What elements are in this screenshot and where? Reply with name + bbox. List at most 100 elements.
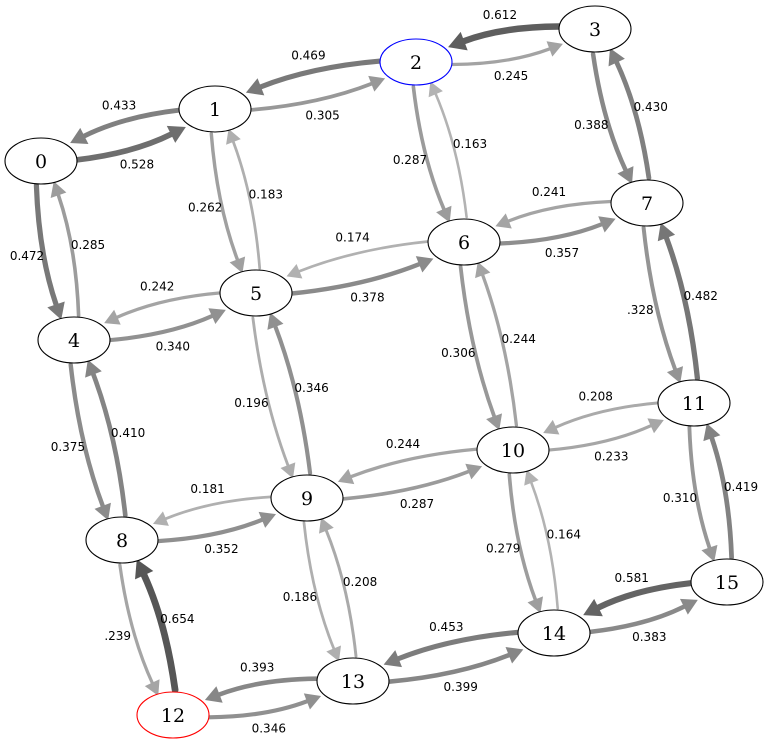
edge-weight-label: 0.285 (71, 238, 105, 252)
edge-2-to-6 (411, 85, 452, 223)
edge-line (140, 571, 179, 694)
node-9: 9 (270, 474, 344, 522)
arrowhead (465, 463, 483, 480)
node-5: 5 (219, 269, 293, 317)
edge-line (450, 47, 552, 67)
edge-line (273, 324, 313, 476)
edge-weight-label: 0.393 (240, 661, 274, 675)
node-label: 12 (161, 705, 185, 727)
edge-weight-label: 0.244 (386, 437, 420, 451)
arrowhead (657, 222, 676, 242)
edge-line (395, 629, 521, 662)
edge-12-to-13 (207, 693, 322, 720)
edge-11-to-15 (687, 425, 718, 562)
edge-line (547, 424, 653, 452)
edge-15-to-11 (703, 423, 734, 560)
node-label: 13 (341, 671, 365, 693)
arrowhead (47, 301, 65, 320)
edge-weight-label: 0.306 (441, 346, 475, 360)
arrowhead (546, 41, 563, 57)
edge-line (663, 234, 701, 381)
edge-weight-label: 0.181 (190, 482, 224, 496)
edge-10-to-11 (547, 418, 664, 452)
node-ellipse (219, 269, 293, 317)
edge-line (257, 58, 383, 90)
edge-weight-label: 0.183 (249, 187, 283, 201)
arrowhead (318, 517, 334, 534)
arrowhead (229, 256, 246, 274)
arrowhead (647, 418, 664, 434)
edge-line (33, 182, 59, 308)
edge-line (687, 425, 712, 551)
node-1: 1 (178, 85, 252, 133)
node-label: 11 (682, 393, 706, 415)
node-6: 6 (427, 218, 501, 266)
arrowhead (428, 81, 443, 98)
arrowhead (666, 366, 684, 384)
edge-weight-label: 0.375 (51, 440, 85, 454)
edge-11-to-7 (657, 222, 701, 381)
arrowhead (326, 645, 342, 662)
edge-weight-label: 0.419 (724, 480, 758, 494)
node-ellipse (37, 316, 111, 364)
edge-weight-label: .239 (104, 629, 131, 643)
node-ellipse (517, 609, 591, 657)
edge-weight-label: 0.164 (547, 528, 581, 542)
edge-weight-label: 0.244 (502, 332, 536, 346)
edge-weight-label: 0.208 (343, 575, 377, 589)
edge-weight-label: 0.242 (140, 280, 174, 294)
node-label: 9 (301, 488, 313, 510)
edge-9-to-10 (341, 463, 483, 501)
arrowhead (204, 686, 223, 703)
arrowhead (152, 511, 169, 526)
node-label: 14 (542, 623, 566, 645)
edge-weight-label: 0.472 (10, 249, 44, 263)
edge-weight-label: 0.433 (102, 98, 136, 112)
edge-weight-label: 0.410 (111, 426, 145, 440)
edge-14-to-13 (383, 629, 521, 668)
edge-4-to-5 (107, 308, 226, 343)
edge-13-to-12 (204, 676, 320, 703)
edge-line (324, 528, 358, 658)
node-ellipse (427, 218, 501, 266)
arrowhead (94, 502, 111, 521)
edge-weight-label: 0.346 (252, 722, 286, 736)
node-label: 5 (250, 283, 262, 305)
edge-weight-label: 0.262 (188, 201, 222, 215)
edge-line (506, 199, 613, 223)
arrowhead (527, 596, 544, 614)
edge-1-to-5 (209, 131, 246, 274)
edge-7-to-11 (641, 225, 684, 384)
node-2: 2 (379, 38, 453, 86)
arrowhead (368, 75, 386, 92)
edge-weight-label: 0.186 (283, 590, 317, 604)
arrowhead (258, 511, 277, 528)
edge-11-to-10 (543, 401, 660, 435)
edge-line (554, 401, 660, 429)
edge-line (107, 313, 215, 343)
edge-weight-label: 0.208 (579, 390, 613, 404)
edge-weight-label: 0.196 (234, 396, 268, 410)
node-ellipse (136, 691, 210, 739)
edge-2-to-3 (450, 41, 563, 67)
arrowhead (703, 423, 721, 442)
edge-weight-label: 0.482 (684, 289, 718, 303)
arrowhead (286, 264, 303, 279)
edge-weight-label: 0.357 (545, 246, 579, 260)
edge-0-to-1 (73, 125, 186, 163)
node-12: 12 (136, 691, 210, 739)
node-label: 4 (68, 330, 80, 352)
node-ellipse (270, 474, 344, 522)
edge-line (586, 604, 687, 635)
node-13: 13 (316, 657, 390, 705)
edge-7-to-3 (608, 48, 652, 181)
arrowhead (104, 309, 121, 325)
edge-weight-label: 0.399 (444, 680, 478, 694)
edge-weight-label: 0.287 (393, 153, 427, 167)
edge-line (118, 563, 155, 685)
arrowhead (505, 646, 524, 664)
arrowhead (337, 468, 355, 485)
node-8: 8 (85, 516, 159, 564)
edge-line (231, 140, 262, 270)
edge-1-to-2 (249, 75, 386, 112)
